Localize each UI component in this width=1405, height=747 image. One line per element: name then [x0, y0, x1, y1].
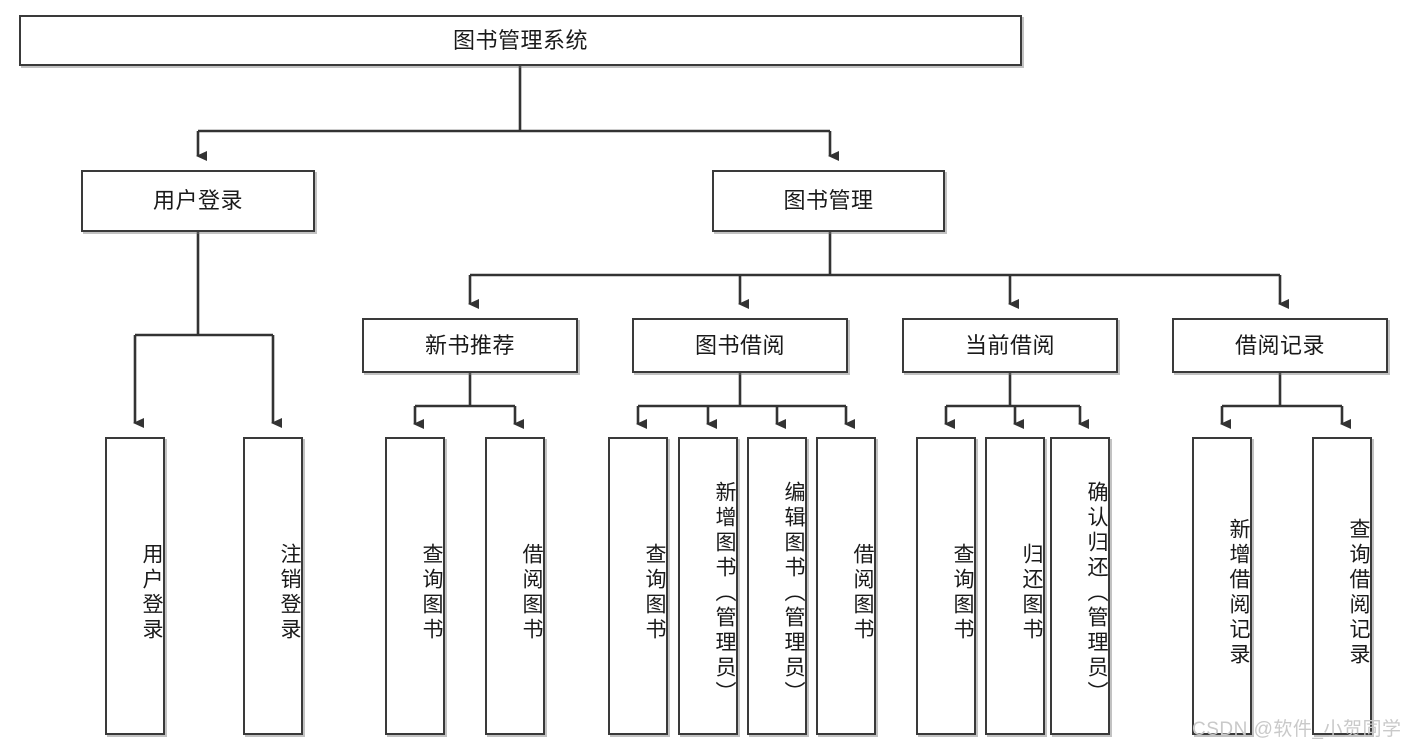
leaf-query-books-current[interactable]: 查询图书 — [916, 437, 976, 735]
leaf-query-borrow-record-label: 查询借阅记录 — [1347, 518, 1370, 668]
leaf-confirm-return-admin[interactable]: 确认归还（管理员） — [1050, 437, 1110, 735]
node-current-borrow[interactable]: 当前借阅 — [902, 318, 1118, 373]
node-new-book-recommend-label: 新书推荐 — [424, 332, 515, 358]
leaf-borrow-books[interactable]: 借阅图书 — [816, 437, 876, 735]
node-user-login-label: 用户登录 — [152, 188, 243, 213]
leaf-add-borrow-record[interactable]: 新增借阅记录 — [1192, 437, 1252, 735]
leaf-return-books[interactable]: 归还图书 — [985, 437, 1045, 735]
node-book-management-label: 图书管理 — [783, 188, 874, 213]
leaf-query-borrow-record[interactable]: 查询借阅记录 — [1312, 437, 1372, 735]
node-new-book-recommend[interactable]: 新书推荐 — [362, 318, 578, 373]
node-user-login[interactable]: 用户登录 — [81, 170, 315, 232]
leaf-user-login[interactable]: 用户登录 — [105, 437, 165, 735]
leaf-add-book-admin[interactable]: 新增图书（管理员） — [678, 437, 738, 735]
leaf-borrow-books-label: 借阅图书 — [851, 543, 874, 643]
leaf-borrow-books-new[interactable]: 借阅图书 — [485, 437, 545, 735]
node-book-management[interactable]: 图书管理 — [712, 170, 945, 232]
leaf-edit-book-admin[interactable]: 编辑图书（管理员） — [747, 437, 807, 735]
leaf-query-books-borrow-label: 查询图书 — [643, 543, 666, 643]
node-book-borrow-label: 图书借阅 — [694, 332, 785, 358]
leaf-edit-book-admin-label: 编辑图书（管理员） — [782, 480, 805, 706]
node-root[interactable]: 图书管理系统 — [19, 15, 1022, 66]
leaf-query-books-current-label: 查询图书 — [951, 543, 974, 643]
leaf-return-books-label: 归还图书 — [1020, 543, 1043, 643]
leaf-logout-label: 注销登录 — [278, 543, 301, 643]
leaf-query-books-new[interactable]: 查询图书 — [385, 437, 445, 735]
leaf-user-login-label: 用户登录 — [140, 543, 163, 643]
leaf-logout[interactable]: 注销登录 — [243, 437, 303, 735]
leaf-borrow-books-new-label: 借阅图书 — [520, 543, 543, 643]
leaf-add-borrow-record-label: 新增借阅记录 — [1227, 518, 1250, 668]
leaf-query-books-borrow[interactable]: 查询图书 — [608, 437, 668, 735]
node-current-borrow-label: 当前借阅 — [964, 332, 1055, 358]
leaf-confirm-return-admin-label: 确认归还（管理员） — [1085, 480, 1108, 706]
leaf-query-books-new-label: 查询图书 — [420, 543, 443, 643]
node-root-label: 图书管理系统 — [452, 27, 588, 53]
node-borrow-records-label: 借阅记录 — [1234, 332, 1325, 358]
node-borrow-records[interactable]: 借阅记录 — [1172, 318, 1388, 373]
node-book-borrow[interactable]: 图书借阅 — [632, 318, 848, 373]
leaf-add-book-admin-label: 新增图书（管理员） — [713, 480, 736, 706]
